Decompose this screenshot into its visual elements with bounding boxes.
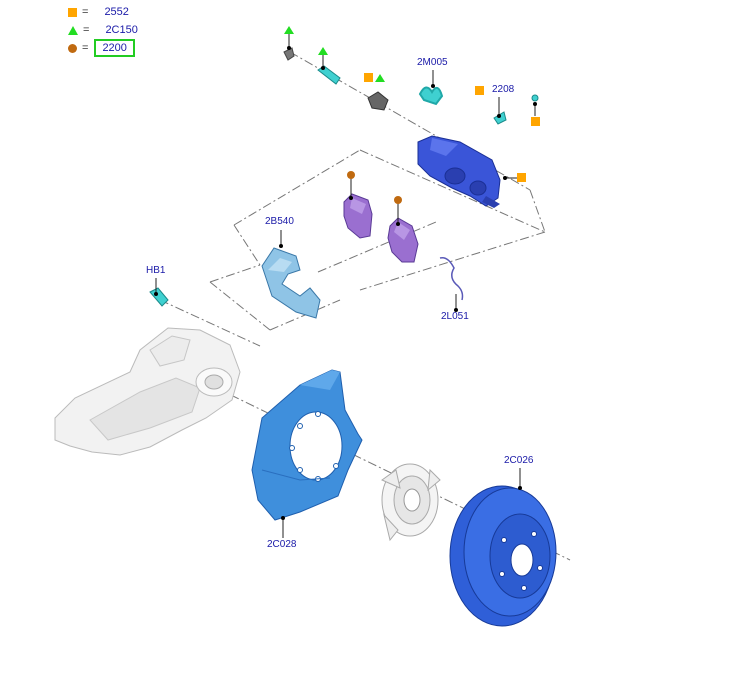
bushing-part[interactable] bbox=[367, 91, 389, 111]
assembly-centerlines bbox=[159, 51, 571, 561]
legend-item-square: = 2552 bbox=[68, 5, 129, 19]
knuckle-part[interactable] bbox=[54, 327, 241, 456]
triangle-icon bbox=[284, 26, 385, 82]
part-label-2l051[interactable]: 2L051 bbox=[441, 311, 469, 322]
square-icon bbox=[68, 7, 77, 17]
equals-sign: = bbox=[83, 24, 90, 36]
part-label-2c028[interactable]: 2C028 bbox=[267, 539, 297, 550]
dot-icon bbox=[68, 43, 77, 53]
bracket-bolt-part[interactable] bbox=[149, 287, 169, 307]
equals-sign: = bbox=[82, 6, 89, 18]
legend-code[interactable]: 2C150 bbox=[105, 24, 138, 36]
leader-dots bbox=[154, 46, 537, 520]
bleed-screw-part[interactable] bbox=[493, 94, 539, 125]
square-icon bbox=[364, 73, 540, 182]
dot-icon bbox=[347, 171, 402, 204]
brake-disc-part[interactable] bbox=[449, 485, 557, 627]
part-label-2m005[interactable]: 2M005 bbox=[417, 57, 448, 68]
brake-pad-part[interactable] bbox=[387, 217, 419, 263]
part-label-hb1[interactable]: HB1 bbox=[146, 265, 166, 276]
part-label-2c026[interactable]: 2C026 bbox=[504, 455, 534, 466]
wear-sensor-part[interactable] bbox=[439, 256, 464, 301]
part-label-2208[interactable]: 2208 bbox=[492, 84, 515, 95]
brake-caliper-part[interactable] bbox=[417, 135, 501, 208]
legend-code-selected[interactable]: 2200 bbox=[94, 39, 135, 57]
legend-item-triangle: = 2C150 bbox=[68, 23, 138, 37]
triangle-icon bbox=[68, 25, 78, 35]
caliper-bracket-part[interactable] bbox=[261, 247, 321, 319]
brake-shield-part[interactable] bbox=[251, 369, 363, 521]
anti-rattle-spring-part[interactable] bbox=[418, 86, 444, 106]
legend-item-dot: = 2200 bbox=[68, 39, 135, 57]
wheel-hub-part[interactable] bbox=[380, 463, 441, 542]
part-label-2b540[interactable]: 2B540 bbox=[265, 216, 294, 227]
legend-code[interactable]: 2552 bbox=[104, 6, 129, 18]
brake-pad-part[interactable] bbox=[343, 193, 373, 239]
equals-sign: = bbox=[82, 42, 89, 54]
leader-lines bbox=[155, 32, 536, 538]
